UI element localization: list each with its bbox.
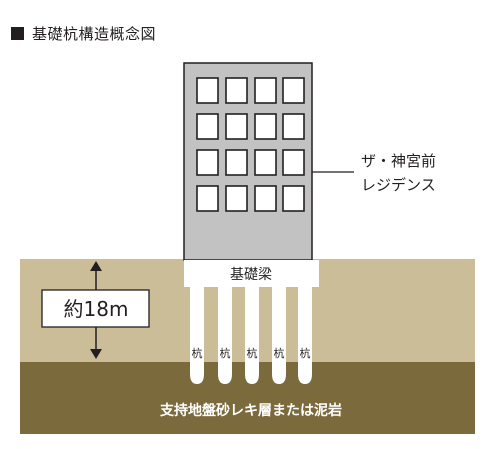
pile [218, 286, 232, 384]
window [196, 185, 219, 212]
window [254, 149, 277, 176]
pile [272, 286, 286, 384]
pile [298, 286, 312, 384]
pile-label: 杭 [300, 346, 311, 360]
pile [190, 286, 204, 384]
window [282, 149, 305, 176]
window [282, 113, 305, 140]
window [225, 149, 248, 176]
pile [245, 286, 259, 384]
arrow-up-icon [90, 261, 102, 271]
window [196, 113, 219, 140]
bearing-layer-label: 支持地盤砂レキ層または泥岩 [159, 402, 342, 419]
building-windows [196, 77, 305, 212]
foundation-beam [184, 260, 319, 287]
depth-label: 約18m [64, 297, 129, 321]
window [282, 185, 305, 212]
window [254, 77, 277, 104]
title-square-icon [11, 26, 24, 40]
window [254, 185, 277, 212]
building-name-line2: レジデンス [361, 176, 436, 194]
window [254, 113, 277, 140]
building-name-line1: ザ・神宮前 [361, 152, 436, 170]
window [225, 77, 248, 104]
window [282, 77, 305, 104]
pile-label: 杭 [220, 346, 231, 360]
pile-label: 杭 [247, 346, 258, 360]
window [225, 113, 248, 140]
window [225, 185, 248, 212]
window [196, 77, 219, 104]
pile-label: 杭 [192, 346, 203, 360]
pile-labels: 杭 杭 杭 杭 杭 [192, 346, 311, 360]
window [196, 149, 219, 176]
diagram-title: 基礎杭構造概念図 [11, 22, 156, 44]
piles [190, 286, 312, 384]
title-text: 基礎杭構造概念図 [32, 24, 157, 43]
pile-label: 杭 [274, 346, 285, 360]
foundation-beam-label: 基礎梁 [230, 266, 272, 283]
arrow-down-icon [90, 349, 102, 359]
depth-label-box [41, 289, 150, 328]
